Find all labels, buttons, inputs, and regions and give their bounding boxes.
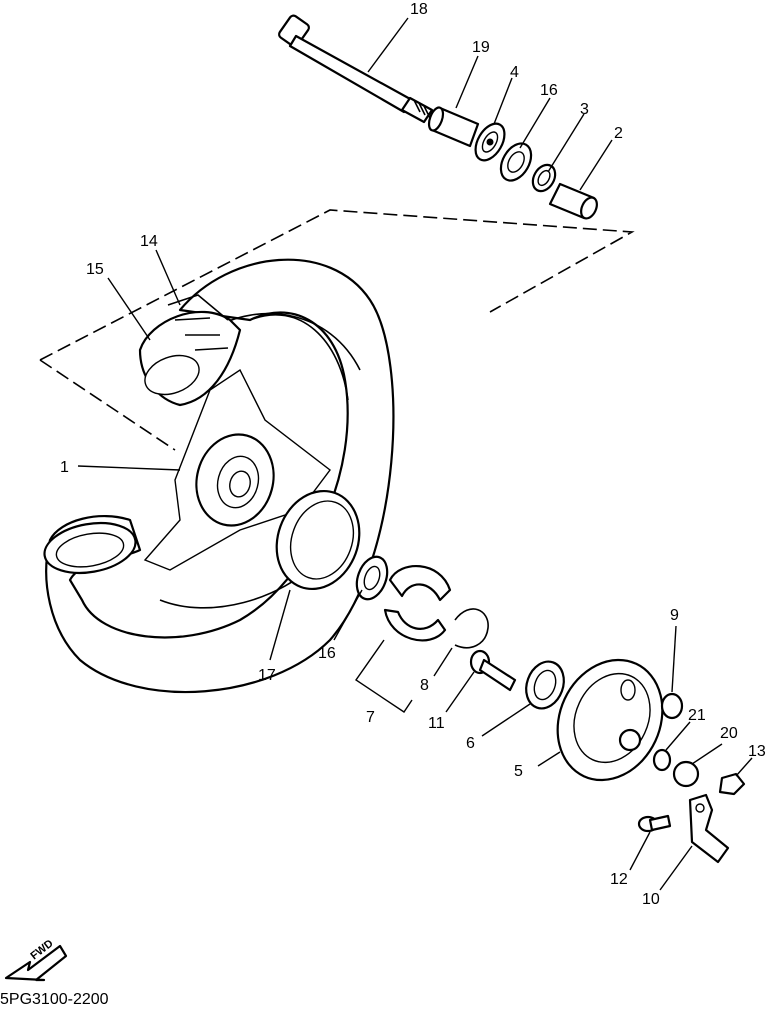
axle-outline xyxy=(39,209,635,451)
callout-11: 11 xyxy=(428,715,445,732)
collar-19 xyxy=(427,106,480,148)
callout-10: 10 xyxy=(642,891,660,908)
callout-15: 15 xyxy=(86,261,104,278)
bearing-16-lower xyxy=(355,555,389,601)
callout-6: 6 xyxy=(466,735,475,752)
axle-shaft xyxy=(278,14,434,124)
tire-cutaway-top xyxy=(138,294,242,407)
nut-13 xyxy=(718,772,746,796)
spring-8 xyxy=(454,608,489,649)
bearing-16-top xyxy=(499,142,533,182)
bolt-12 xyxy=(637,814,672,833)
wheel-rim xyxy=(143,368,331,571)
leader-lines xyxy=(77,17,753,891)
collar-9 xyxy=(660,692,684,720)
nut-20 xyxy=(672,760,700,788)
callout-14: 14 xyxy=(140,233,158,250)
callout-9: 9 xyxy=(670,607,679,624)
callout-13: 13 xyxy=(748,743,766,760)
oil-seal-6 xyxy=(525,660,565,710)
callout-8: 8 xyxy=(420,677,429,694)
callout-1: 1 xyxy=(60,459,69,476)
cam-lever-10 xyxy=(688,793,730,864)
callout-12: 12 xyxy=(610,871,628,888)
doc-code: 5PG3100-2200 xyxy=(0,991,109,1008)
washer-21 xyxy=(652,748,672,772)
callout-3: 3 xyxy=(580,101,589,118)
callout-4: 4 xyxy=(510,64,519,81)
callout-16a: 16 xyxy=(540,82,558,99)
brake-plate-5 xyxy=(556,658,664,782)
callout-21: 21 xyxy=(688,707,706,724)
bearing-4 xyxy=(474,122,506,162)
callout-19: 19 xyxy=(472,39,490,56)
callout-2: 2 xyxy=(614,125,623,142)
spacer-2 xyxy=(548,182,598,220)
brake-drum-17 xyxy=(275,489,361,591)
callouts: 1 2 3 4 5 6 7 8 9 10 11 12 13 14 15 16 1… xyxy=(60,1,766,908)
brake-shoes-7 xyxy=(383,565,452,642)
oil-seal-3 xyxy=(531,163,557,193)
callout-20: 20 xyxy=(720,725,738,742)
callout-18: 18 xyxy=(410,1,428,18)
callout-7: 7 xyxy=(366,709,375,726)
callout-5: 5 xyxy=(514,763,523,780)
fwd-arrow-icon: FWD xyxy=(4,937,68,982)
callout-16b: 16 xyxy=(318,645,336,662)
camshaft-11 xyxy=(469,649,517,692)
callout-17: 17 xyxy=(258,667,276,684)
tire-cutaway-bottom xyxy=(43,521,137,575)
